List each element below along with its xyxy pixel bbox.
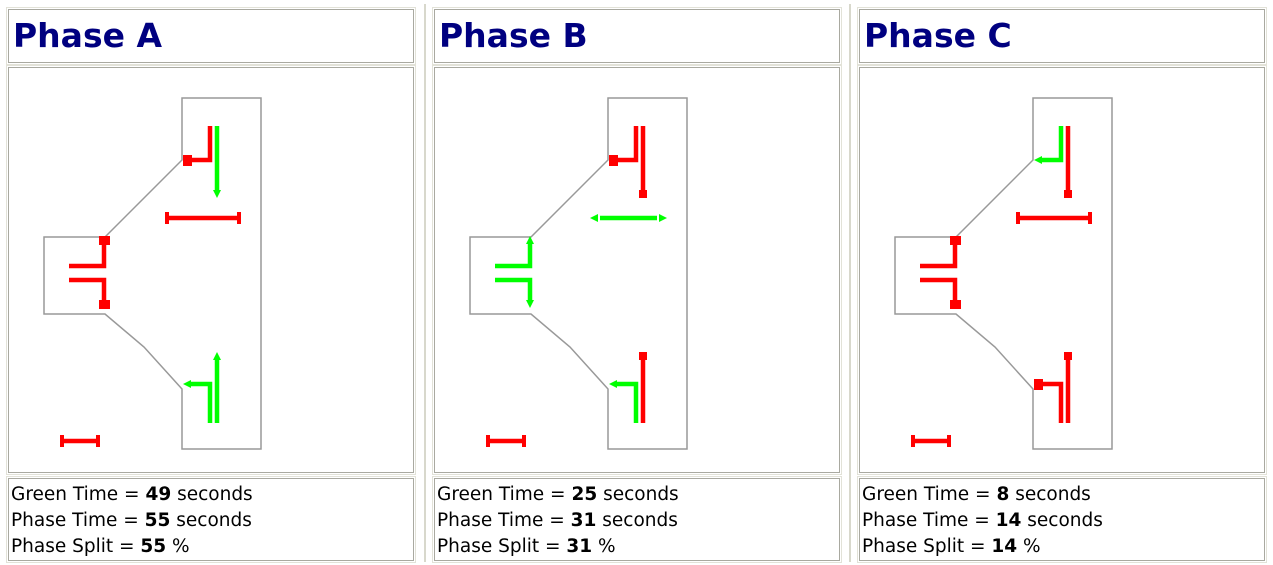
phase-split-value: 14 xyxy=(991,536,1018,557)
phase-header: Phase B xyxy=(432,7,842,65)
west-left-turn-movement xyxy=(495,244,533,269)
stop-bar xyxy=(1034,379,1043,390)
arrowhead xyxy=(609,380,617,388)
arrowhead xyxy=(1034,156,1042,164)
south-approach xyxy=(609,352,647,423)
arrowhead xyxy=(213,352,221,360)
ped-end xyxy=(1088,212,1092,224)
phase-title: Phase C xyxy=(864,16,1012,55)
stop-bar xyxy=(1064,190,1072,198)
stop-bar xyxy=(639,190,647,198)
phase-panel-c: Phase C Green Time = 8 seconds Phase Tim… xyxy=(855,4,1271,563)
north-pedestrian-crossing xyxy=(1016,212,1092,224)
arrowhead xyxy=(183,380,191,388)
west-right-turn-movement xyxy=(495,277,533,300)
ped-end xyxy=(165,212,169,224)
phase-time-row: Phase Time = 14 seconds xyxy=(862,510,1103,531)
west-right-turn-movement xyxy=(69,277,107,300)
phase-info: Green Time = 8 seconds Phase Time = 14 s… xyxy=(857,476,1267,563)
ped-end xyxy=(947,435,951,447)
phase-diagram-svg xyxy=(894,97,1113,450)
phase-split-value: 31 xyxy=(566,536,593,557)
west-approach xyxy=(495,236,534,308)
north-approach xyxy=(1034,126,1072,198)
phase-diagram-svg xyxy=(469,97,688,450)
stop-bar xyxy=(950,236,961,245)
phase-info: Green Time = 25 seconds Phase Time = 31 … xyxy=(432,476,842,563)
arrowhead xyxy=(213,190,221,198)
ped-end xyxy=(60,435,64,447)
ped-end xyxy=(1016,212,1020,224)
arrowhead xyxy=(526,236,534,244)
stop-bar xyxy=(639,352,647,360)
north-pedestrian-crossing xyxy=(165,212,241,224)
phase-time-value: 14 xyxy=(995,510,1022,531)
intersection-outline xyxy=(43,97,262,450)
stop-bar xyxy=(950,300,961,309)
phase-title: Phase B xyxy=(439,16,588,55)
intersection-diagram xyxy=(432,65,842,475)
phase-split-row: Phase Split = 14 % xyxy=(862,536,1041,557)
ped-end xyxy=(911,435,915,447)
north-left-turn-movement xyxy=(617,126,639,163)
stop-bar xyxy=(183,155,192,166)
arrowhead xyxy=(526,300,534,308)
west-right-turn-movement xyxy=(920,277,958,300)
phase-title: Phase A xyxy=(13,16,162,55)
arrowhead xyxy=(590,214,598,222)
intersection-outline xyxy=(469,97,688,450)
phase-time-value: 55 xyxy=(144,510,171,531)
north-approach xyxy=(183,126,221,198)
phase-time-value: 31 xyxy=(570,510,597,531)
phase-header: Phase A xyxy=(6,7,416,65)
phase-info: Green Time = 49 seconds Phase Time = 55 … xyxy=(6,476,416,563)
ped-end xyxy=(96,435,100,447)
south-pedestrian-crossing xyxy=(486,435,526,447)
phase-panel-b: Phase B Green Time = 25 seconds Phase Ti… xyxy=(430,4,846,563)
panel-separator xyxy=(849,4,851,562)
green-time-value: 8 xyxy=(996,484,1010,505)
west-approach xyxy=(920,236,961,309)
west-left-turn-movement xyxy=(69,244,107,269)
phase-split-row: Phase Split = 31 % xyxy=(437,536,616,557)
phase-diagram-svg xyxy=(43,97,262,450)
west-approach xyxy=(69,236,110,309)
ped-end xyxy=(522,435,526,447)
west-left-turn-movement xyxy=(920,244,958,269)
phase-panel-a: Phase A Green Time = 49 seconds Phase Ti… xyxy=(4,4,420,563)
phase-split-value: 55 xyxy=(140,536,167,557)
south-approach xyxy=(1034,352,1072,423)
stop-bar xyxy=(609,155,618,166)
intersection-outline xyxy=(894,97,1113,450)
south-left-turn-movement xyxy=(191,381,213,423)
south-pedestrian-crossing xyxy=(60,435,100,447)
arrowhead xyxy=(659,214,667,222)
green-time-row: Green Time = 49 seconds xyxy=(11,484,253,505)
phase-time-row: Phase Time = 55 seconds xyxy=(11,510,252,531)
phase-header: Phase C xyxy=(857,7,1267,65)
phase-split-row: Phase Split = 55 % xyxy=(11,536,190,557)
south-left-turn-movement xyxy=(1042,381,1064,423)
south-pedestrian-crossing xyxy=(911,435,951,447)
south-approach xyxy=(183,352,221,423)
north-pedestrian-crossing xyxy=(590,214,667,222)
stop-bar xyxy=(99,300,110,309)
green-time-row: Green Time = 8 seconds xyxy=(862,484,1091,505)
intersection-diagram xyxy=(6,65,416,475)
ped-end xyxy=(237,212,241,224)
south-left-turn-movement xyxy=(617,381,639,423)
north-left-turn-movement xyxy=(191,126,213,163)
green-time-value: 49 xyxy=(145,484,172,505)
green-time-value: 25 xyxy=(571,484,598,505)
north-left-turn-movement xyxy=(1042,126,1064,163)
stop-bar xyxy=(99,236,110,245)
phase-time-row: Phase Time = 31 seconds xyxy=(437,510,678,531)
panel-separator xyxy=(424,4,426,562)
intersection-diagram xyxy=(857,65,1267,475)
stop-bar xyxy=(1064,352,1072,360)
ped-end xyxy=(486,435,490,447)
north-approach xyxy=(609,126,647,198)
green-time-row: Green Time = 25 seconds xyxy=(437,484,679,505)
